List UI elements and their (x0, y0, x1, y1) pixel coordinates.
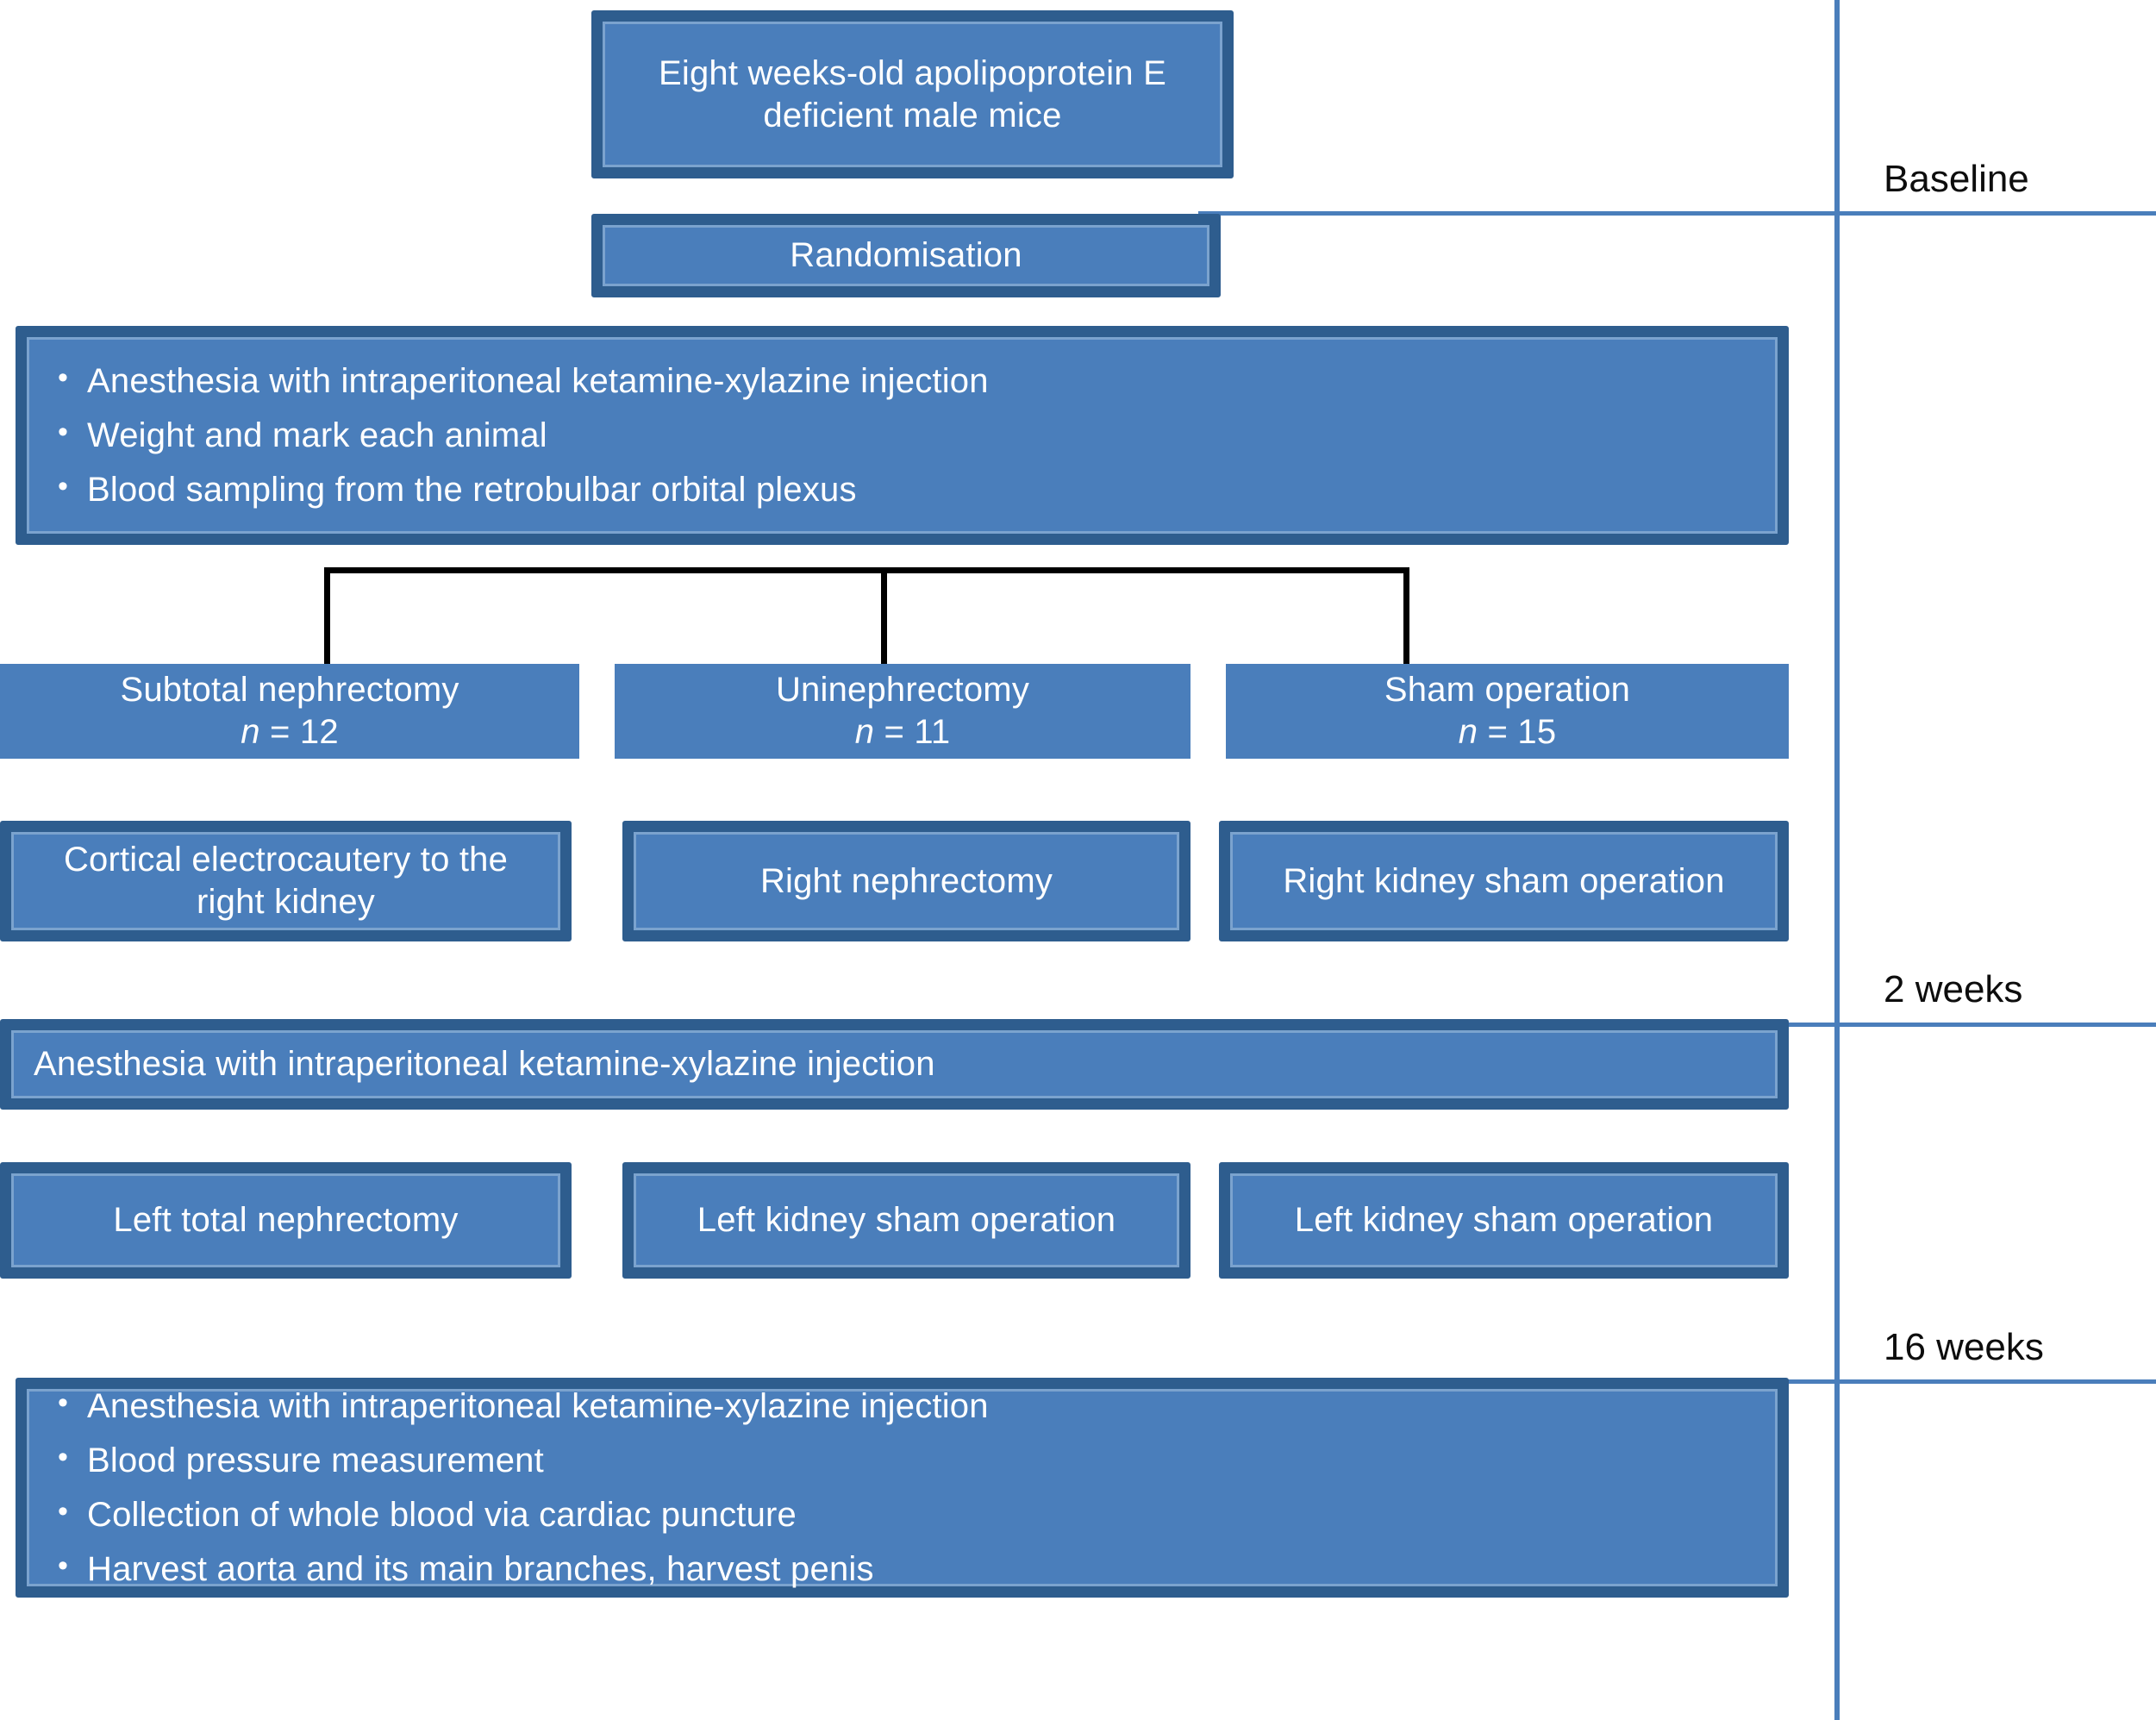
timeline-rule-baseline (1198, 211, 2156, 216)
node-surgery-right-nephrectomy[interactable]: Right nephrectomy (622, 821, 1190, 941)
node-surgery-right-kidney-sham[interactable]: Right kidney sham operation (1219, 821, 1789, 941)
surgery-label: Left total nephrectomy (113, 1201, 459, 1240)
node-left-total-nephrectomy[interactable]: Left total nephrectomy (0, 1162, 572, 1279)
group-n-value: = 11 (884, 713, 951, 751)
node-study-animals-text: Eight weeks-old apolipoprotein E deficie… (603, 53, 1222, 137)
surgery-line-2: right kidney (197, 883, 375, 921)
left-total-nephrectomy-text: Left total nephrectomy (11, 1199, 560, 1242)
node-surgery-cortical-electrocautery[interactable]: Cortical electrocautery to the right kid… (0, 821, 572, 941)
surgery-right-nephrectomy-text: Right nephrectomy (634, 860, 1179, 903)
node-randomisation-text: Randomisation (603, 235, 1209, 277)
timeline-label-16weeks: 16 weeks (1884, 1326, 2044, 1368)
group-subtotal-text: Subtotal nephrectomy n = 12 (0, 669, 579, 754)
randomisation-label: Randomisation (790, 236, 1022, 275)
node-second-anesthesia[interactable]: Anesthesia with intraperitoneal ketamine… (0, 1019, 1789, 1110)
node-randomisation[interactable]: Randomisation (591, 214, 1221, 297)
node-group-uninephrectomy[interactable]: Uninephrectomy n = 11 (615, 664, 1190, 759)
second-anesthesia-label: Anesthesia with intraperitoneal ketamine… (34, 1045, 935, 1084)
group-sham-text: Sham operation n = 15 (1226, 669, 1789, 754)
surgery-line-1: Right kidney sham operation (1283, 861, 1725, 900)
surgery-cortical-text: Cortical electrocautery to the right kid… (11, 839, 560, 923)
group-n-value: = 15 (1487, 713, 1557, 751)
timeline-label-baseline: Baseline (1884, 158, 2029, 200)
surgery-label: Left kidney sham operation (697, 1201, 1116, 1240)
list-item: Collection of whole blood via cardiac pu… (46, 1493, 1778, 1535)
group-n-symbol: n (854, 713, 875, 751)
timeline-vertical-rule (1834, 0, 1840, 1720)
list-item: Anesthesia with intraperitoneal ketamine… (46, 1385, 1778, 1426)
group-name: Sham operation (1384, 671, 1631, 710)
study-animals-line-2: deficient male mice (763, 96, 1062, 134)
endpoint-procedures-list: Anesthesia with intraperitoneal ketamine… (27, 1385, 1778, 1589)
baseline-procedures-list: Anesthesia with intraperitoneal ketamine… (27, 360, 1778, 510)
node-baseline-procedures[interactable]: Anesthesia with intraperitoneal ketamine… (16, 326, 1789, 545)
timeline-rule-2weeks (1698, 1023, 2156, 1027)
left-kidney-sham-uni-text: Left kidney sham operation (634, 1199, 1179, 1242)
group-n-value: = 12 (270, 713, 339, 751)
group-uninephrectomy-text: Uninephrectomy n = 11 (615, 669, 1190, 754)
group-name: Subtotal nephrectomy (120, 671, 459, 710)
list-item: Weight and mark each animal (46, 414, 1778, 455)
group-name: Uninephrectomy (775, 671, 1030, 710)
list-item: Harvest aorta and its main branches, har… (46, 1548, 1778, 1589)
group-n-symbol: n (241, 713, 260, 751)
branch-connector-drop-right (1403, 567, 1409, 664)
node-left-kidney-sham-uni[interactable]: Left kidney sham operation (622, 1162, 1190, 1279)
study-animals-line-1: Eight weeks-old apolipoprotein E (659, 53, 1166, 92)
list-item: Blood pressure measurement (46, 1439, 1778, 1480)
branch-connector-horizontal (324, 567, 1409, 573)
list-item: Blood sampling from the retrobulbar orbi… (46, 468, 1778, 510)
node-left-kidney-sham-sham[interactable]: Left kidney sham operation (1219, 1162, 1789, 1279)
node-endpoint-procedures[interactable]: Anesthesia with intraperitoneal ketamine… (16, 1378, 1789, 1598)
surgery-label: Left kidney sham operation (1294, 1201, 1714, 1240)
surgery-line-1: Right nephrectomy (759, 861, 1053, 900)
surgery-line-1: Cortical electrocautery to the (63, 841, 509, 879)
group-n-symbol: n (1458, 713, 1478, 751)
timeline-label-2weeks: 2 weeks (1884, 968, 2023, 1010)
node-group-sham-operation[interactable]: Sham operation n = 15 (1226, 664, 1789, 759)
branch-connector-drop-left (324, 567, 330, 664)
node-study-animals[interactable]: Eight weeks-old apolipoprotein E deficie… (591, 10, 1234, 178)
left-kidney-sham-sham-text: Left kidney sham operation (1230, 1199, 1778, 1242)
second-anesthesia-text: Anesthesia with intraperitoneal ketamine… (11, 1043, 1778, 1085)
list-item: Anesthesia with intraperitoneal ketamine… (46, 360, 1778, 401)
branch-connector-drop-middle (881, 567, 887, 664)
surgery-right-sham-text: Right kidney sham operation (1230, 860, 1778, 903)
node-group-subtotal-nephrectomy[interactable]: Subtotal nephrectomy n = 12 (0, 664, 579, 759)
